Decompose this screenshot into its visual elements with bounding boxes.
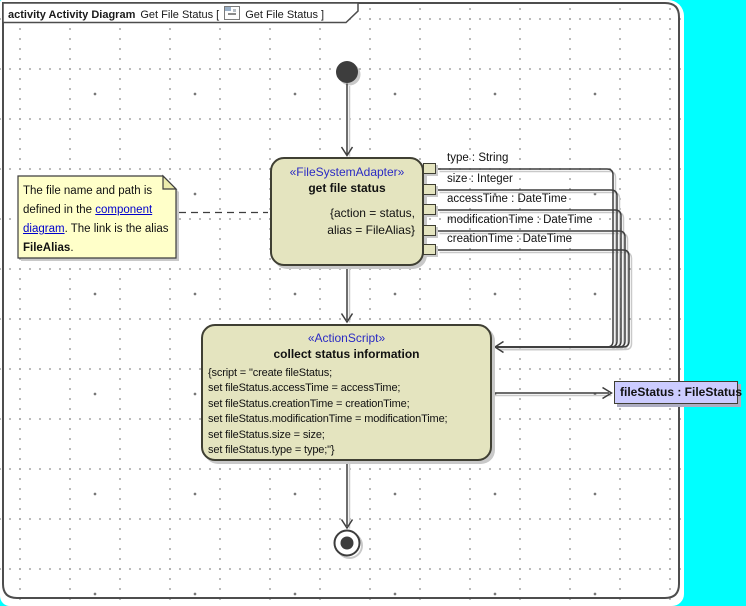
arrowhead (340, 146, 354, 157)
control-flows[interactable] (340, 83, 630, 530)
arrowhead (602, 386, 613, 400)
object-node-filestatus[interactable]: fileStatus : FileStatus (614, 381, 742, 404)
action-parameter-line: alias = FileAlias} (327, 223, 415, 237)
output-pin-creationtime[interactable] (423, 244, 436, 255)
pin-label-creationtime: creationTime : DateTime (447, 233, 573, 245)
diagram-title-ref: Get File Status ] (245, 9, 325, 21)
pin-label-type: type : String (447, 152, 509, 164)
final-node-core (340, 536, 354, 550)
note-text-end: . (70, 242, 74, 254)
action-parameter-line: {action = status, (329, 206, 415, 220)
script-line: set fileStatus.accessTime = accessTime; (208, 382, 401, 395)
note-shape[interactable] (17, 175, 177, 259)
comment-note: The file name and path is defined in the… (23, 182, 173, 258)
pin-label-size: size : Integer (447, 173, 513, 185)
diagram-title: activity Activity Diagram Get File Status… (8, 6, 354, 21)
diagram-title-name: Get File Status [ (140, 9, 220, 21)
note-hyperlink-component-diagram[interactable]: component diagram (23, 204, 153, 235)
action-name: collect status information (273, 347, 420, 361)
output-pin-type[interactable] (423, 163, 436, 174)
script-line: set fileStatus.size = size; (208, 428, 325, 441)
diagram-frame (2, 2, 680, 599)
diagram-title-keyword: activity Activity Diagram (8, 9, 136, 21)
script-line: set fileStatus.creationTime = creationTi… (208, 397, 410, 410)
diagram-canvas[interactable] (0, 0, 684, 606)
activity-diagram-icon (224, 6, 241, 20)
object-node-label: fileStatus : FileStatus (620, 385, 743, 399)
output-pin-modificationtime[interactable] (423, 225, 436, 236)
script-line: set fileStatus.type = type;"} (208, 444, 335, 457)
arrowhead (340, 313, 354, 324)
arrowhead (493, 340, 504, 354)
output-pin-accesstime[interactable] (423, 204, 436, 215)
diagram-frame-tab[interactable] (2, 2, 359, 24)
stereotype-label: «ActionScript» (307, 331, 386, 345)
action-node-collect-status-information[interactable]: «ActionScript» collect status informatio… (201, 324, 492, 461)
stereotype-label: «FileSystemAdapter» (289, 165, 405, 179)
note-text-mid: . The link is the alias (64, 223, 169, 235)
initial-node[interactable] (336, 61, 358, 83)
action-name: get file status (308, 181, 386, 195)
script-line: set fileStatus.modificationTime = modifi… (208, 413, 448, 426)
note-text-bold: FileAlias (23, 242, 71, 254)
arrowhead (340, 519, 354, 530)
action-node-get-file-status[interactable]: «FileSystemAdapter» get file status {act… (270, 157, 424, 266)
script-line: {script = "create fileStatus; (208, 367, 332, 379)
output-pin-size[interactable] (423, 184, 436, 195)
pin-label-accesstime: accessTime : DateTime (447, 193, 567, 205)
objectflow-creationtime[interactable] (437, 249, 630, 348)
note-fold-corner (162, 174, 178, 190)
pin-label-modificationtime: modificationTime : DateTime (447, 214, 593, 226)
note-text-start: The file name and path is defined in the (23, 185, 153, 216)
